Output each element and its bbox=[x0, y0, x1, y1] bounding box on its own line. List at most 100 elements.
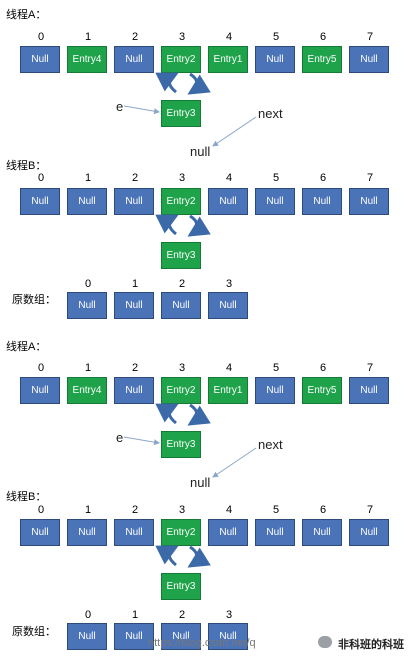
index-label: 5 bbox=[272, 172, 280, 184]
null-label: null bbox=[190, 144, 211, 159]
bucket-cell: Null bbox=[114, 377, 154, 404]
index-label: 6 bbox=[319, 504, 327, 516]
bucket-cell: Null bbox=[67, 623, 107, 650]
bucket-cell: Null bbox=[20, 188, 60, 215]
bucket-cell: Null bbox=[302, 188, 342, 215]
chain-node: Entry3 bbox=[161, 242, 201, 269]
bucket-cell: Null bbox=[67, 292, 107, 319]
panel-title: 原数组： bbox=[12, 294, 56, 306]
next-pointer-arrow bbox=[212, 447, 257, 478]
bucket-cell: Null bbox=[114, 519, 154, 546]
bucket-cell: Null bbox=[255, 519, 295, 546]
index-label: 0 bbox=[37, 362, 45, 374]
panel-title: 线程B： bbox=[6, 491, 47, 503]
index-label: 4 bbox=[225, 31, 233, 43]
panel-title: 线程A： bbox=[6, 341, 47, 353]
index-label: 1 bbox=[84, 504, 92, 516]
next-pointer-label: next bbox=[258, 437, 283, 452]
index-label: 1 bbox=[84, 172, 92, 184]
bucket-cell: Entry2 bbox=[161, 188, 201, 215]
watermark-url: https://blog.csdn.net/q bbox=[148, 637, 256, 649]
index-label: 1 bbox=[84, 362, 92, 374]
bucket-cell: Null bbox=[349, 519, 389, 546]
bucket-cell: Null bbox=[255, 377, 295, 404]
bucket-cell: Null bbox=[67, 519, 107, 546]
bucket-cell: Null bbox=[20, 519, 60, 546]
index-label: 1 bbox=[84, 31, 92, 43]
index-label: 5 bbox=[272, 504, 280, 516]
bucket-cell: Null bbox=[208, 188, 248, 215]
bucket-cell: Null bbox=[349, 377, 389, 404]
index-label: 2 bbox=[131, 172, 139, 184]
e-pointer-arrow bbox=[123, 105, 160, 115]
chain-node: Entry3 bbox=[161, 100, 201, 127]
bucket-cell: Entry2 bbox=[161, 519, 201, 546]
next-pointer-label: next bbox=[258, 106, 283, 121]
panel-title: 原数组： bbox=[12, 626, 56, 638]
bucket-cell: Null bbox=[208, 623, 248, 650]
cycle-arrow-icon bbox=[155, 214, 211, 237]
index-label: 7 bbox=[366, 504, 374, 516]
bucket-cell: Null bbox=[20, 46, 60, 73]
panel-title: 线程B： bbox=[6, 160, 47, 172]
panel-title: 线程A： bbox=[6, 9, 47, 21]
bucket-cell: Entry5 bbox=[302, 377, 342, 404]
index-label: 4 bbox=[225, 362, 233, 374]
index-label: 0 bbox=[84, 609, 92, 621]
index-label: 3 bbox=[178, 172, 186, 184]
index-label: 4 bbox=[225, 504, 233, 516]
cycle-arrow-icon bbox=[155, 403, 211, 426]
e-pointer-label: e bbox=[116, 99, 124, 114]
bucket-cell: Entry4 bbox=[67, 377, 107, 404]
bucket-cell: Entry2 bbox=[161, 377, 201, 404]
bucket-cell: Null bbox=[208, 292, 248, 319]
bucket-cell: Null bbox=[114, 46, 154, 73]
index-label: 4 bbox=[225, 172, 233, 184]
bucket-cell: Entry1 bbox=[208, 377, 248, 404]
next-pointer-arrow bbox=[212, 116, 257, 147]
index-label: 6 bbox=[319, 172, 327, 184]
bucket-cell: Null bbox=[114, 188, 154, 215]
index-label: 3 bbox=[225, 609, 233, 621]
index-label: 2 bbox=[131, 362, 139, 374]
bucket-cell: Entry1 bbox=[208, 46, 248, 73]
index-label: 5 bbox=[272, 362, 280, 374]
index-label: 1 bbox=[131, 609, 139, 621]
index-label: 0 bbox=[37, 504, 45, 516]
watermark-author: 非科班的科班 bbox=[338, 639, 404, 651]
bucket-cell: Null bbox=[114, 623, 154, 650]
bucket-cell: Null bbox=[161, 623, 201, 650]
index-label: 5 bbox=[272, 31, 280, 43]
bucket-cell: Null bbox=[114, 292, 154, 319]
index-label: 1 bbox=[131, 278, 139, 290]
cycle-arrow-icon bbox=[155, 72, 211, 95]
bucket-cell: Null bbox=[67, 188, 107, 215]
index-label: 3 bbox=[178, 31, 186, 43]
index-label: 3 bbox=[178, 504, 186, 516]
bucket-cell: Null bbox=[255, 46, 295, 73]
bucket-cell: Null bbox=[349, 188, 389, 215]
bucket-cell: Entry2 bbox=[161, 46, 201, 73]
bucket-cell: Null bbox=[349, 46, 389, 73]
cycle-arrow-icon bbox=[155, 545, 211, 568]
index-label: 2 bbox=[178, 278, 186, 290]
index-label: 7 bbox=[366, 172, 374, 184]
index-label: 2 bbox=[131, 31, 139, 43]
index-label: 0 bbox=[37, 31, 45, 43]
index-label: 3 bbox=[225, 278, 233, 290]
bucket-cell: Entry4 bbox=[67, 46, 107, 73]
bucket-cell: Null bbox=[20, 377, 60, 404]
chain-node: Entry3 bbox=[161, 573, 201, 600]
e-pointer-label: e bbox=[116, 430, 124, 445]
bucket-cell: Null bbox=[161, 292, 201, 319]
bucket-cell: Null bbox=[208, 519, 248, 546]
null-label: null bbox=[190, 475, 211, 490]
index-label: 7 bbox=[366, 31, 374, 43]
e-pointer-arrow bbox=[123, 436, 160, 446]
bucket-cell: Entry5 bbox=[302, 46, 342, 73]
index-label: 6 bbox=[319, 362, 327, 374]
index-label: 2 bbox=[178, 609, 186, 621]
bucket-cell: Null bbox=[255, 188, 295, 215]
wechat-icon bbox=[318, 636, 332, 648]
